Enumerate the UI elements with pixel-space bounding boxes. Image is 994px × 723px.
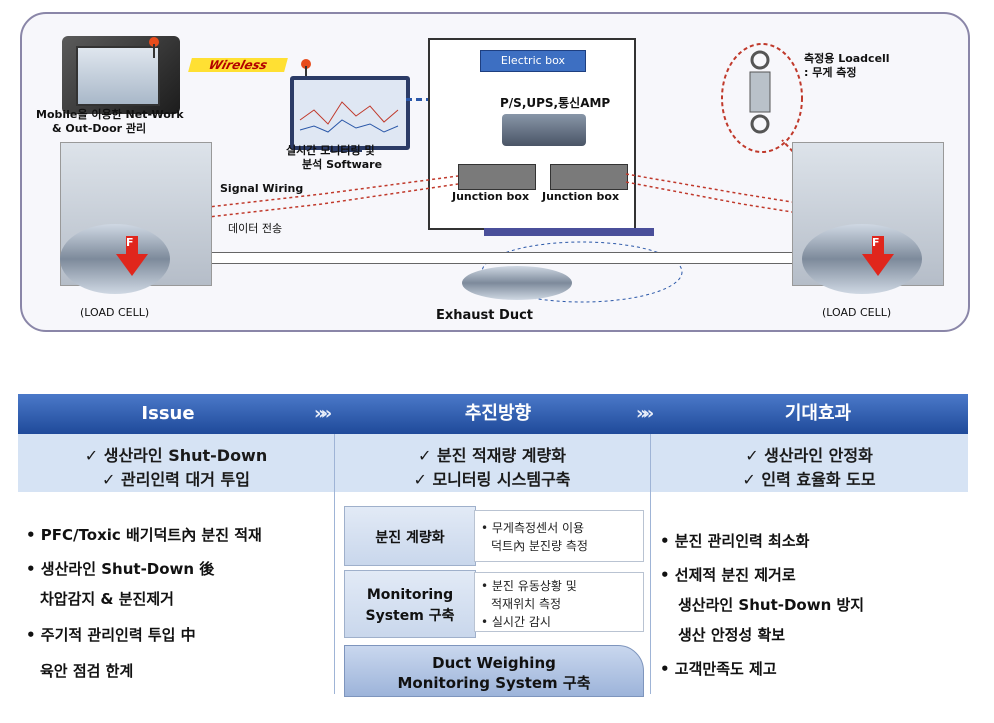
effect-bullet: • 선제적 분진 제거로 xyxy=(660,566,796,584)
step-desc-line: • 분진 유동상황 및 xyxy=(481,579,577,593)
final-step-box: Duct Weighing Monitoring System 구축 xyxy=(344,645,644,697)
chevron-right-icon: »» xyxy=(636,403,654,424)
exhaust-duct-label: Exhaust Duct xyxy=(436,308,533,323)
step-label: Monitoring xyxy=(366,587,454,603)
summary-effect: ✓ 생산라인 안정화 ✓ 인력 효율화 도모 xyxy=(650,434,968,492)
issue-bullet: • 주기적 관리인력 투입 中 xyxy=(26,626,196,644)
effect-bullet-cont: 생산라인 Shut-Down 방지 xyxy=(678,596,865,614)
load-cell-label-right: (LOAD CELL) xyxy=(822,306,892,319)
final-step-line: Duct Weighing xyxy=(432,654,556,672)
issue-bullet: • PFC/Toxic 배기덕트內 분진 적재 xyxy=(26,526,262,544)
mobile-label-line2: & Out-Door 관리 xyxy=(52,122,147,135)
duct-canopy xyxy=(484,228,654,236)
issue-bullet: • 생산라인 Shut-Down 後 xyxy=(26,560,215,578)
loadcell-note-line2: : 무게 측정 xyxy=(804,66,857,79)
right-force-arrow xyxy=(872,236,884,254)
header-direction: 추진방향 xyxy=(464,403,532,424)
final-step-line: Monitoring System 구축 xyxy=(397,674,591,692)
summary-line: ✓ 모니터링 시스템구축 xyxy=(413,470,571,489)
effect-bullet: • 분진 관리인력 최소화 xyxy=(660,532,810,550)
amp-device-image xyxy=(502,114,586,146)
summary-direction: ✓ 분진 적재량 계량화 ✓ 모니터링 시스템구축 xyxy=(334,434,650,492)
network-connector xyxy=(406,98,432,105)
left-force-arrowhead xyxy=(116,254,148,276)
antenna-icon xyxy=(146,36,162,58)
summary-line: ✓ 관리인력 대거 투입 xyxy=(102,470,250,489)
header-effect: 기대효과 xyxy=(784,403,852,424)
summary-issue: ✓ 생산라인 Shut-Down ✓ 관리인력 대거 투입 xyxy=(18,434,334,492)
monitor-stand xyxy=(330,146,362,152)
step-desc-line: • 실시간 감시 xyxy=(481,615,551,629)
step-label: System 구축 xyxy=(365,608,455,624)
junction-box-label-2: Junction box xyxy=(542,190,620,203)
issue-bullet-cont: 차압감지 & 분진제거 xyxy=(40,590,174,608)
electric-box-title: Electric box xyxy=(480,50,586,72)
load-cell-label-left: (LOAD CELL) xyxy=(80,306,150,319)
chevron-right-icon: »» xyxy=(314,403,332,424)
header-issue: Issue xyxy=(141,403,195,424)
table-header: Issue »» 추진방향 »» 기대효과 xyxy=(18,394,968,434)
junction-box-image xyxy=(458,164,536,190)
effect-bullet-cont: 생산 안정성 확보 xyxy=(678,626,786,644)
left-force-label: F xyxy=(126,236,134,249)
junction-box-image xyxy=(550,164,628,190)
table-summary-row: ✓ 생산라인 Shut-Down ✓ 관리인력 대거 투입 ✓ 분진 적재량 계… xyxy=(18,434,968,492)
duct-rail xyxy=(172,252,824,264)
step-desc-line: 덕트內 분진량 측정 xyxy=(491,539,588,553)
right-force-label: F xyxy=(872,236,880,249)
summary-line: ✓ 인력 효율화 도모 xyxy=(742,470,876,489)
mobile-label-line1: Mobile을 이용한 Net-Work xyxy=(36,108,184,121)
column-divider xyxy=(650,434,651,694)
effect-bullet: • 고객만족도 제고 xyxy=(660,660,777,678)
right-force-arrowhead xyxy=(862,254,894,276)
junction-box-label-1: Junction box xyxy=(452,190,530,203)
summary-line: ✓ 생산라인 안정화 xyxy=(745,446,873,465)
loadcell-note-line1: 측정용 Loadcell xyxy=(804,52,890,65)
system-diagram: Wireless Mobile을 이용한 Net-Work & Out-Door… xyxy=(20,12,970,332)
data-transfer-label: 데이터 전송 xyxy=(228,222,283,235)
step-desc-line: 적재위치 측정 xyxy=(491,597,562,611)
column-divider xyxy=(334,434,335,694)
loadcell-closeup-image xyxy=(740,50,780,136)
left-duct-pipe xyxy=(60,224,170,294)
exhaust-duct-pipe xyxy=(462,266,572,300)
summary-line: ✓ 분진 적재량 계량화 xyxy=(418,446,566,465)
step-desc-line: • 무게측정센서 이용 xyxy=(481,521,585,535)
mobile-device-image xyxy=(62,36,180,114)
monitor-image xyxy=(290,76,410,150)
ps-ups-label: P/S,UPS,통신AMP xyxy=(500,96,611,110)
step-label: 분진 계량화 xyxy=(375,530,445,546)
antenna-icon xyxy=(298,58,314,80)
step-quantify-desc: • 무게측정센서 이용 덕트內 분진량 측정 xyxy=(474,510,644,562)
step-monitoring: Monitoring System 구축 xyxy=(344,570,476,638)
issue-bullet-cont: 육안 점검 한계 xyxy=(40,662,134,680)
left-force-arrow xyxy=(126,236,138,254)
step-quantify: 분진 계량화 xyxy=(344,506,476,566)
summary-line: ✓ 생산라인 Shut-Down xyxy=(84,446,268,465)
signal-wiring-label: Signal Wiring xyxy=(220,182,304,195)
software-label-line1: 실시간 모니터링 및 xyxy=(286,144,375,157)
step-monitoring-desc: • 분진 유동상황 및 적재위치 측정 • 실시간 감시 xyxy=(474,572,644,632)
software-label-line2: 분석 Software xyxy=(302,158,383,171)
